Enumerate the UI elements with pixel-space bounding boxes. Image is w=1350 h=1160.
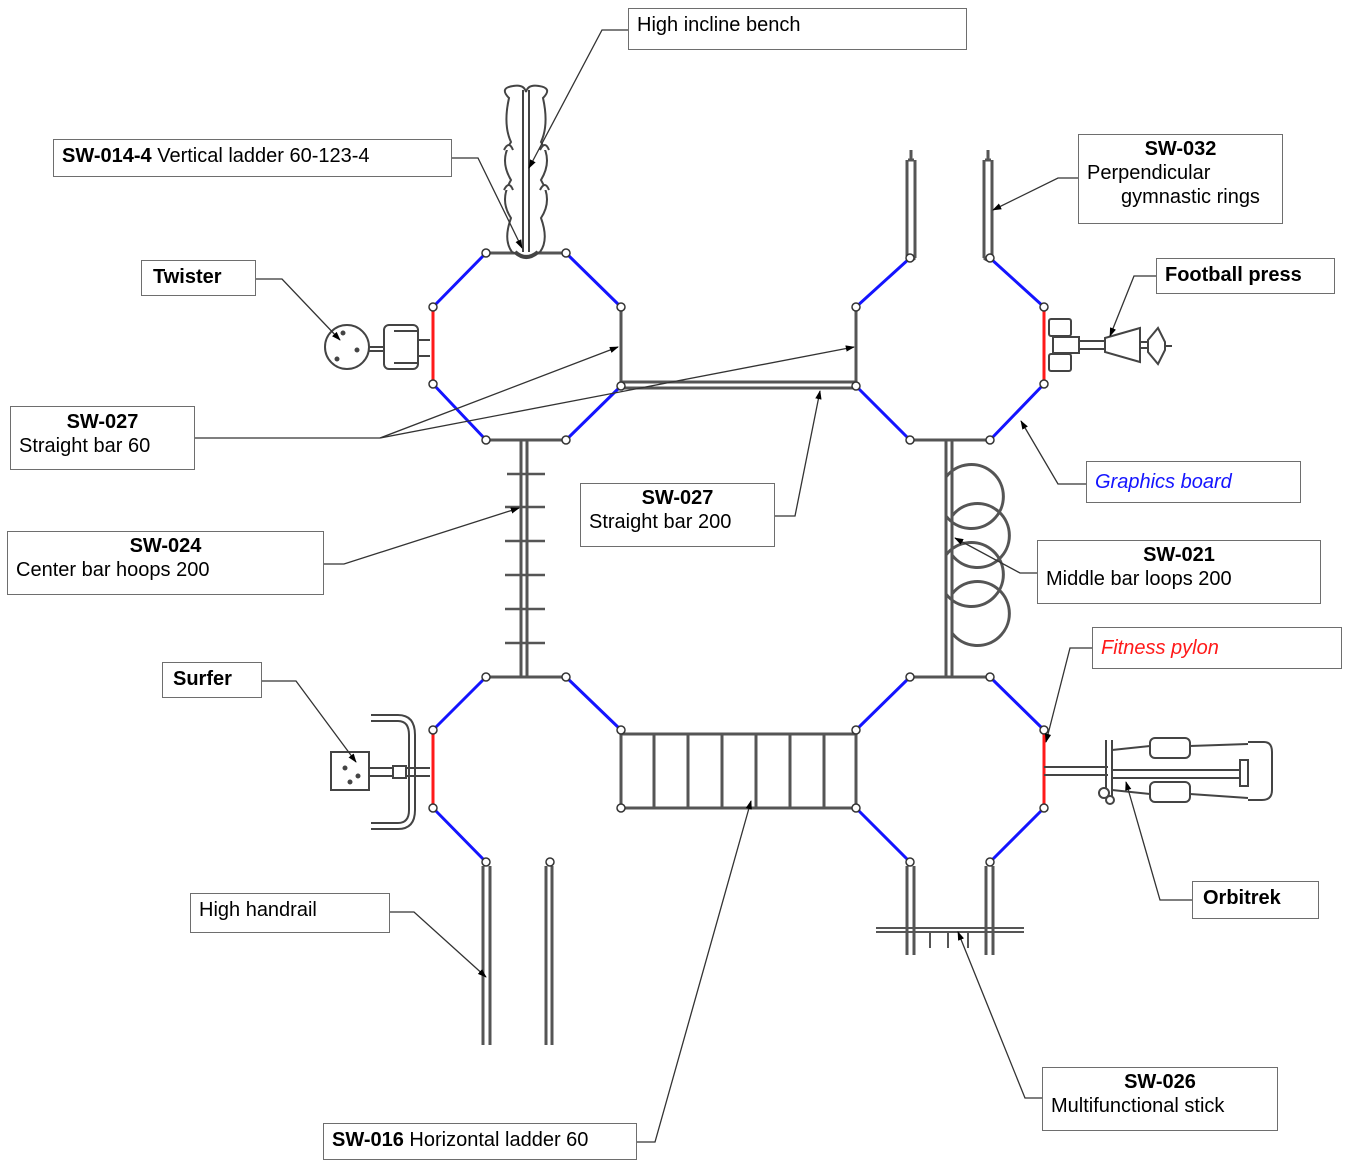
label-orbitrek: Orbitrek	[1192, 881, 1319, 919]
leader-horizontal-ladder	[637, 800, 752, 1143]
leader-middle-loops	[954, 537, 1037, 574]
label-code: SW-024	[129, 535, 202, 557]
fitness-pylons	[431, 307, 1046, 808]
multi-stick-legs	[905, 866, 995, 955]
label-code: SW-027	[641, 487, 714, 509]
label-text: Multifunctional stick	[1051, 1095, 1225, 1117]
label-text: gymnastic rings	[1121, 186, 1260, 208]
leader-straight-bar-60-b	[379, 345, 855, 439]
horizontal-ladder-rungs	[652, 734, 826, 808]
label-middle-bar-loops: SW-021 Middle bar loops 200	[1037, 540, 1321, 604]
label-text: Horizontal ladder 60	[409, 1129, 589, 1151]
label-text: Perpendicular	[1087, 162, 1211, 184]
leader-fitness-pylon	[1044, 647, 1092, 743]
label-multifunctional-stick: SW-026 Multifunctional stick	[1042, 1067, 1278, 1131]
label-football-press: Football press	[1156, 258, 1335, 294]
leader-surfer	[262, 680, 357, 763]
label-text: Center bar hoops 200	[16, 559, 210, 581]
leader-straight-bar-200	[775, 390, 822, 517]
horizontal-ladder-frame	[619, 732, 858, 810]
ring-post-right	[982, 150, 994, 262]
label-straight-bar-200: SW-027 Straight bar 200	[580, 483, 775, 547]
straight-bar-200	[621, 380, 856, 390]
joints	[428, 248, 1049, 867]
label-code: SW-016	[332, 1129, 404, 1151]
leader-rings	[992, 177, 1078, 211]
label-code: SW-026	[1124, 1071, 1196, 1093]
multi-stick-bar	[876, 927, 1024, 948]
leader-center-hoops	[324, 507, 520, 565]
leader-football-press	[1109, 275, 1156, 337]
leader-high-handrail	[390, 911, 487, 978]
high-handrail-right	[544, 866, 554, 1045]
high-handrail-left	[481, 866, 492, 1045]
label-code: SW-014-4	[62, 145, 152, 167]
football-press-equipment	[1048, 318, 1172, 372]
leader-multi-stick	[957, 931, 1042, 1099]
orbitrek-equipment	[1044, 737, 1273, 805]
label-fitness-pylon: Fitness pylon	[1092, 627, 1342, 669]
label-graphics-board: Graphics board	[1086, 461, 1301, 503]
label-straight-bar-60: SW-027 Straight bar 60	[10, 406, 195, 470]
label-text: High incline bench	[637, 14, 801, 36]
leader-twister	[256, 278, 341, 341]
octagon-bottom-right	[910, 675, 1046, 808]
label-text: Orbitrek	[1203, 887, 1281, 909]
label-text: Straight bar 60	[19, 435, 151, 457]
leader-lines	[195, 29, 1192, 1143]
label-code: SW-032	[1144, 138, 1217, 160]
label-text: Football press	[1165, 264, 1302, 286]
ring-post-left	[905, 150, 917, 262]
octagon-bottom-left	[431, 675, 566, 808]
graphics-boards	[431, 251, 1046, 864]
leader-graphics-board	[1020, 420, 1086, 485]
middle-loops	[944, 463, 1011, 647]
leader-high-incline-bench	[528, 29, 628, 169]
label-gymnastic-rings: SW-032 Perpendicular gymnastic rings	[1078, 134, 1283, 224]
leader-vertical-ladder	[452, 157, 523, 249]
label-center-bar-hoops: SW-024 Center bar hoops 200	[7, 531, 324, 595]
label-code: SW-027	[66, 411, 139, 433]
frame-structure	[431, 150, 1046, 1045]
center-hoops	[505, 472, 545, 645]
leader-orbitrek	[1125, 781, 1192, 901]
octagon-top-right	[854, 307, 1046, 442]
center-bar	[519, 440, 529, 677]
label-text: Graphics board	[1095, 471, 1232, 493]
label-text: High handrail	[199, 899, 317, 921]
label-vertical-ladder: SW-014-4 Vertical ladder 60-123-4	[53, 139, 452, 177]
label-surfer: Surfer	[162, 662, 262, 698]
label-text: Vertical ladder 60-123-4	[157, 145, 370, 167]
label-horizontal-ladder: SW-016 Horizontal ladder 60	[323, 1123, 637, 1160]
surfer-equipment	[330, 714, 430, 830]
label-text: Straight bar 200	[589, 511, 732, 533]
high-incline-bench	[503, 84, 550, 259]
label-high-incline-bench: High incline bench	[628, 8, 967, 50]
middle-bar	[944, 440, 954, 677]
twister-equipment	[324, 324, 430, 370]
label-high-handrail: High handrail	[190, 893, 390, 933]
label-text: Middle bar loops 200	[1046, 568, 1232, 590]
label-twister: Twister	[141, 260, 256, 296]
label-text: Twister	[153, 266, 222, 288]
label-text: Surfer	[173, 668, 232, 690]
label-text: Fitness pylon	[1101, 637, 1219, 659]
label-code: SW-021	[1143, 544, 1215, 566]
